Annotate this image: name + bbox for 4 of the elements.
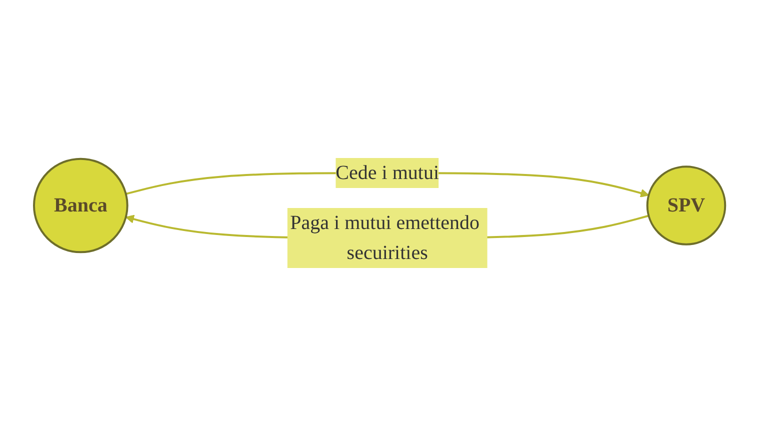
edge-label: Cede i mutui (336, 162, 440, 184)
node-circle: Banca (33, 157, 129, 253)
node-circle: SPV (646, 165, 727, 245)
edge-label: Paga i mutui emettendo secuirities (290, 212, 480, 264)
